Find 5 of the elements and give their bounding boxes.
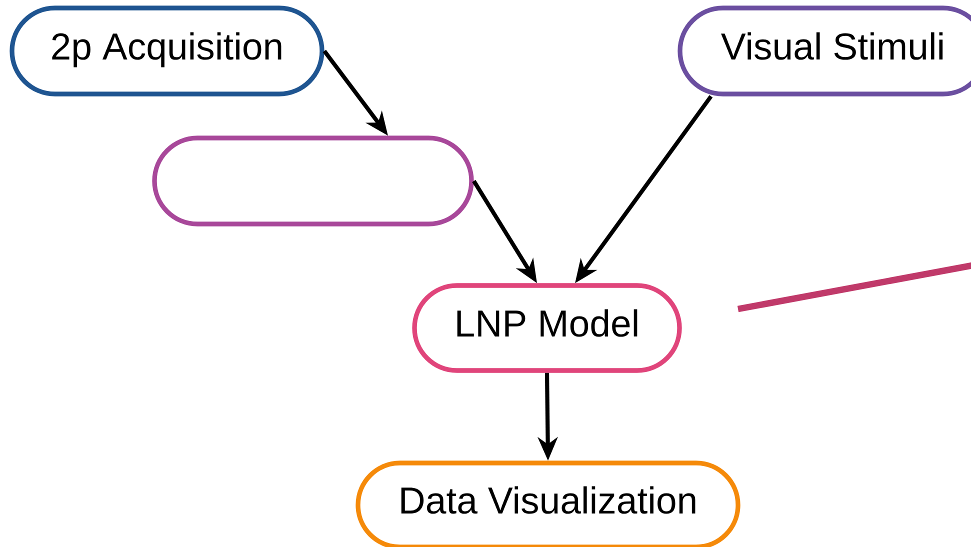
process-box: Data Visualization <box>356 460 740 547</box>
process-box: Visual Stimuli <box>678 6 971 96</box>
process-box: LNP Model <box>412 283 682 373</box>
process-box <box>152 136 474 226</box>
process-box: 2p Acquisition <box>10 6 324 96</box>
